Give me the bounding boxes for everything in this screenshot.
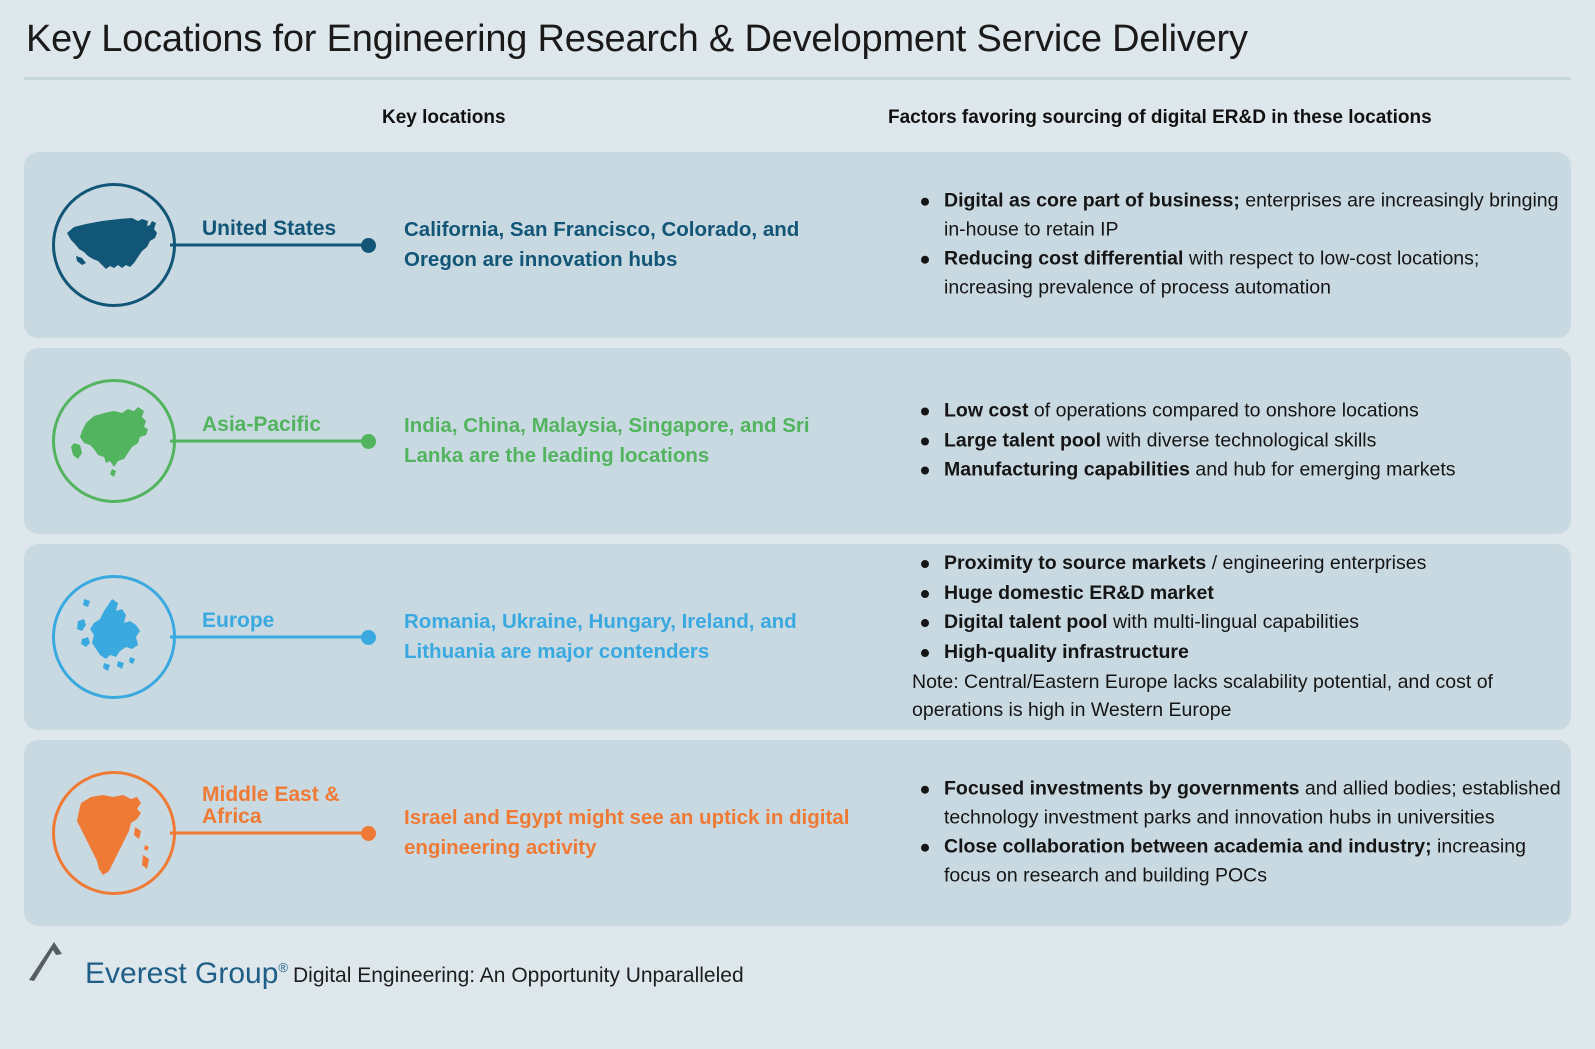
factor-item: Low cost of operations compared to onsho…: [912, 397, 1562, 426]
region-badge-europe: [52, 575, 176, 699]
connector-line-europe: [170, 629, 376, 645]
key-location-text-united-states: California, San Francisco, Colorado, and…: [404, 218, 800, 271]
factors-bullets: Proximity to source markets / engineerin…: [912, 549, 1562, 667]
factor-bold: Proximity to source markets: [944, 552, 1207, 575]
factor-bold: Manufacturing capabilities: [944, 458, 1190, 481]
factor-item: High-quality infrastructure: [912, 638, 1562, 667]
region-label-middle-east-africa: Middle East & Africa: [202, 783, 340, 828]
region-badge-asia-pacific: [52, 379, 176, 503]
region-row-asia-pacific: Asia-Pacific India, China, Malaysia, Sin…: [24, 348, 1571, 534]
factor-bold: Low cost: [944, 399, 1029, 422]
factor-rest: of operations compared to onshore locati…: [1028, 399, 1419, 422]
factors-note-europe: Note: Central/Eastern Europe lacks scala…: [912, 670, 1493, 722]
region-label-asia-pacific: Asia-Pacific: [202, 412, 322, 436]
region-badge-united-states: [52, 183, 176, 307]
column-header-factors: Factors favoring sourcing of digital ER&…: [888, 107, 1432, 128]
asia-map-icon: [52, 379, 176, 503]
footer: Everest Group® Digital Engineering: An O…: [26, 938, 744, 989]
mountain-peak-icon: [26, 938, 84, 987]
factor-rest: with respect to low-cost locations; incr…: [944, 248, 1480, 299]
logo-wordmark: Everest Group: [85, 957, 279, 990]
registered-trademark-symbol: ®: [278, 960, 289, 975]
region-row-middle-east-africa: Middle East & Africa Israel and Egypt mi…: [24, 740, 1571, 926]
connector-dot: [361, 629, 376, 645]
factor-rest: with diverse technological skills: [1101, 429, 1377, 452]
connector-line-asia-pacific: [170, 433, 376, 449]
factor-item: Focused investments by governments and a…: [912, 775, 1562, 832]
key-location-text-asia-pacific: India, China, Malaysia, Singapore, and S…: [404, 414, 810, 467]
footer-caption: Digital Engineering: An Opportunity Unpa…: [293, 964, 744, 987]
factor-bold: Huge domestic ER&D market: [944, 581, 1214, 604]
factors-list-united-states: Digital as core part of business; enterp…: [912, 187, 1562, 304]
region-row-united-states: United States California, San Francisco,…: [24, 152, 1571, 338]
factor-rest: increasing focus on research and buildin…: [944, 836, 1526, 887]
factor-bold: High-quality infrastructure: [944, 641, 1189, 663]
column-header-key-locations: Key locations: [382, 107, 506, 128]
factor-item: Digital as core part of business; enterp…: [912, 187, 1562, 244]
factor-item: Reducing cost differential with respect …: [912, 245, 1562, 302]
factor-rest: and hub for emerging markets: [1189, 458, 1456, 481]
key-location-text-middle-east-africa: Israel and Egypt might see an uptick in …: [404, 806, 850, 859]
factor-bold: Digital talent pool: [944, 611, 1108, 634]
factor-bold: Digital as core part of business;: [944, 189, 1240, 212]
region-badge-middle-east-africa: [52, 771, 176, 895]
factor-rest: / engineering enterprises: [1206, 552, 1427, 575]
factor-item: Huge domestic ER&D market: [912, 579, 1562, 608]
connector-dot: [361, 237, 376, 253]
factor-item: Manufacturing capabilities and hub for e…: [912, 456, 1562, 485]
factor-rest: and allied bodies; established technolog…: [944, 777, 1561, 829]
factors-list-asia-pacific: Low cost of operations compared to onsho…: [912, 397, 1562, 486]
factor-item: Proximity to source markets / engineerin…: [912, 549, 1562, 578]
everest-group-logo-text: Everest Group®: [85, 959, 288, 989]
factor-item: Digital talent pool with multi-lingual c…: [912, 608, 1562, 637]
europe-map-icon: [52, 575, 176, 699]
factors-bullets: Focused investments by governments and a…: [912, 775, 1562, 891]
region-label-united-states: United States: [202, 216, 337, 240]
factor-bold: Close collaboration between academia and…: [944, 836, 1432, 858]
region-row-europe: Europe Romania, Ukraine, Hungary, Irelan…: [24, 544, 1571, 730]
factors-bullets: Low cost of operations compared to onsho…: [912, 397, 1562, 485]
factor-bold: Reducing cost differential: [944, 248, 1184, 270]
factor-item: Large talent pool with diverse technolog…: [912, 426, 1562, 455]
factor-rest: enterprises are increasingly bringing in…: [944, 189, 1559, 241]
factor-rest: with multi-lingual capabilities: [1107, 611, 1360, 634]
factor-item: Close collaboration between academia and…: [912, 833, 1562, 890]
factors-list-europe: Proximity to source markets / engineerin…: [912, 549, 1562, 725]
africa-map-icon: [52, 771, 176, 895]
usa-map-icon: [52, 183, 176, 307]
connector-dot: [361, 825, 376, 841]
page-title: Key Locations for Engineering Research &…: [26, 18, 1248, 60]
factor-bold: Large talent pool: [944, 429, 1102, 452]
region-label-europe: Europe: [202, 608, 275, 632]
title-divider: [24, 77, 1571, 80]
factors-list-middle-east-africa: Focused investments by governments and a…: [912, 775, 1562, 892]
factor-bold: Focused investments by governments: [944, 777, 1300, 800]
connector-dot: [361, 433, 376, 449]
connector-line-united-states: [170, 237, 376, 253]
factors-bullets: Digital as core part of business; enterp…: [912, 187, 1562, 303]
connector-line-middle-east-africa: [170, 825, 376, 841]
key-location-text-europe: Romania, Ukraine, Hungary, Ireland, and …: [404, 610, 797, 663]
